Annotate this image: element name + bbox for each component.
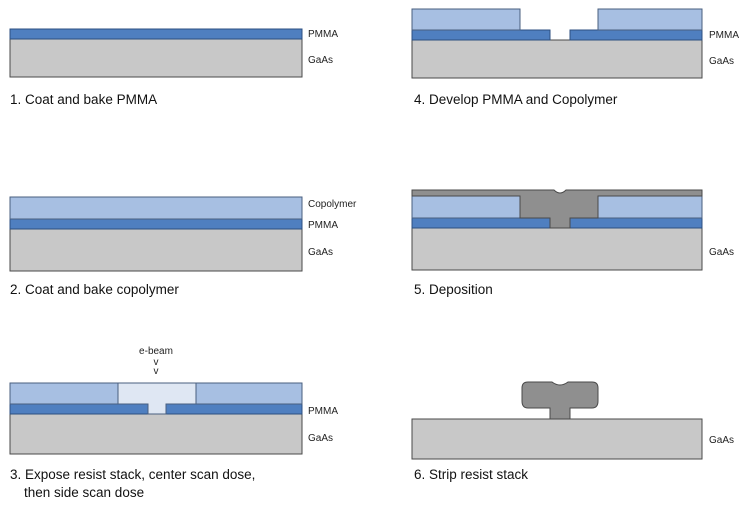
- step-1-pmma-label: PMMA: [308, 29, 338, 40]
- step-2-gaas-label: GaAs: [308, 247, 333, 258]
- step-3-copolymer-left: [9, 382, 119, 405]
- step-3-exposed-region: [117, 382, 197, 415]
- step-6-panel: GaAs 6. Strip resist stack: [411, 381, 734, 482]
- step-3-pmma-left: [9, 403, 149, 415]
- step-5-panel: GaAs 5. Deposition: [411, 189, 734, 297]
- step-3-pmma-label: PMMA: [308, 406, 338, 417]
- step-5-caption: 5. Deposition: [414, 282, 493, 297]
- step-1-caption: 1. Coat and bake PMMA: [10, 92, 157, 107]
- step-6-gaas-layer: [411, 418, 703, 460]
- step-1-gaas-layer: [9, 38, 303, 78]
- step-3-panel: e-beam v v PMMA GaAs 3. Expose resist st…: [9, 346, 338, 500]
- step-2-gaas-layer: [9, 228, 303, 272]
- step-3-copolymer-right: [195, 382, 303, 405]
- step-3-caption-line-1: 3. Expose resist stack, center scan dose…: [10, 467, 255, 482]
- step-2-copolymer-layer: [9, 196, 303, 220]
- step-5-gaas-label: GaAs: [709, 247, 734, 258]
- step-6-caption: 6. Strip resist stack: [414, 467, 528, 482]
- step-2-pmma-label: PMMA: [308, 220, 338, 231]
- step-3-caption-line-2: then side scan dose: [24, 485, 144, 500]
- step-1-pmma-layer: [9, 28, 303, 40]
- step-4-gaas-layer: [411, 39, 703, 79]
- step-5-pmma-right: [569, 217, 703, 229]
- step-2-caption: 2. Coat and bake copolymer: [10, 282, 179, 297]
- ebeam-arrow-1: v: [154, 357, 159, 368]
- step-5-metal-deposit: [411, 189, 703, 229]
- step-2-panel: Copolymer PMMA GaAs 2. Coat and bake cop…: [9, 196, 357, 297]
- step-4-gaas-label: GaAs: [709, 56, 734, 67]
- step-3-pmma-right: [165, 403, 303, 415]
- step-1-panel: PMMA GaAs 1. Coat and bake PMMA: [9, 28, 338, 107]
- step-5-copolymer-left: [411, 195, 521, 219]
- step-6-metal-gate: [521, 381, 599, 420]
- step-2-pmma-layer: [9, 218, 303, 230]
- step-4-caption: 4. Develop PMMA and Copolymer: [414, 92, 618, 107]
- ebeam-label: e-beam: [139, 346, 173, 357]
- step-5-pmma-left: [411, 217, 551, 229]
- step-2-copolymer-label: Copolymer: [308, 199, 357, 210]
- step-4-copolymer-right: [597, 8, 703, 31]
- step-4-pmma-left: [411, 29, 551, 41]
- step-6-gaas-label: GaAs: [709, 435, 734, 446]
- step-4-copolymer-left: [411, 8, 521, 31]
- step-5-gaas-layer: [411, 227, 703, 271]
- step-5-copolymer-right: [597, 195, 703, 219]
- step-4-panel: PMMA GaAs 4. Develop PMMA and Copolymer: [411, 8, 739, 107]
- step-3-gaas-label: GaAs: [308, 433, 333, 444]
- ebeam-arrow-2: v: [154, 366, 159, 377]
- step-4-pmma-label: PMMA: [709, 30, 739, 41]
- step-1-gaas-label: GaAs: [308, 55, 333, 66]
- step-3-gaas-layer: [9, 413, 303, 455]
- step-4-pmma-right: [569, 29, 703, 41]
